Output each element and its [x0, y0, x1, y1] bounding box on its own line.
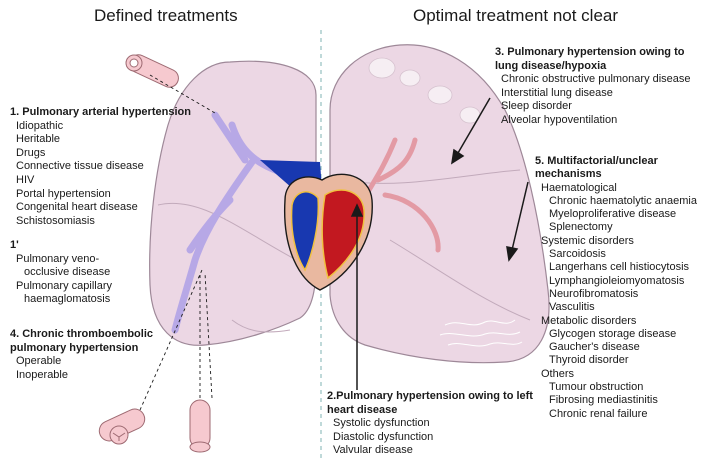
left-lung-lobe-line-2	[231, 319, 291, 333]
group-1-item: Congenital heart disease	[16, 201, 138, 214]
group-1-item: HIV	[16, 173, 35, 186]
fibrosis-texture	[439, 319, 523, 347]
group-3-heading: 3. Pulmonary hypertension owing to	[495, 46, 685, 58]
group-1-prime: 1' Pulmonary veno- occlusive disease Pul…	[10, 239, 112, 307]
group-4: 4. Chronic thromboembolic pulmonary hype…	[10, 328, 153, 382]
group-3-item: Interstitial lung disease	[501, 86, 613, 99]
group-5-item: Chronic renal failure	[549, 407, 648, 420]
group-5-item: Langerhans cell histiocytosis	[549, 261, 690, 274]
heart-right-ventricle	[290, 191, 320, 272]
vessel-crosssection-bottom-mid	[189, 399, 211, 453]
group-2: 2.Pulmonary hypertension owing to left h…	[327, 390, 533, 458]
group-5-item: Myeloproliferative disease	[549, 208, 677, 221]
arrows	[350, 97, 529, 390]
emphysema-bubbles	[368, 57, 481, 124]
group-3-item: Chronic obstructive pulmonary disease	[501, 73, 691, 86]
group-1-item: Portal hypertension	[16, 187, 111, 200]
group-1-item: Drugs	[16, 146, 46, 159]
group-5-item: Gaucher's disease	[549, 341, 640, 354]
group-3-item: Alveolar hypoventilation	[501, 113, 618, 126]
group-2-item: Diastolic dysfunction	[333, 430, 434, 443]
group-5-category: Metabolic disorders	[541, 314, 637, 327]
group-1-prime-item: haemaglomatosis	[24, 293, 111, 306]
title-optimal-treatment-not-clear: Optimal treatment not clear	[413, 6, 619, 25]
group-5-item: Neurofibromatosis	[549, 287, 639, 300]
group-1-item: Idiopathic	[16, 119, 64, 132]
group-5-item: Lymphangioleiomyomatosis	[549, 274, 685, 287]
group-5-item: Splenectomy	[549, 221, 613, 234]
group-4-item: Operable	[16, 355, 62, 368]
vessel-crosssection-bottom-left	[98, 408, 146, 445]
group-3-item: Sleep disorder	[501, 100, 572, 113]
group-1-prime-item: occlusive disease	[24, 266, 111, 279]
group-5-item: Fibrosing mediastinitis	[549, 394, 658, 407]
group-5: 5. Multifactorial/unclear mechanisms Hae…	[535, 155, 697, 421]
group-1-prime-heading: 1'	[10, 239, 19, 251]
left-lung-lobe-line	[157, 202, 301, 263]
group-2-item: Valvular disease	[333, 444, 413, 457]
group-5-item: Vasculitis	[549, 301, 595, 314]
right-lung-lobe-line-2	[389, 239, 531, 321]
group-1-prime-item: Pulmonary capillary	[16, 279, 112, 292]
group-5-item: Chronic haematolytic anaemia	[549, 194, 697, 207]
group-5-item: Sarcoidosis	[549, 248, 606, 261]
group-5-heading: mechanisms	[535, 168, 602, 181]
dashed-leader-lines	[139, 74, 216, 411]
title-defined-treatments: Defined treatments	[94, 6, 238, 25]
group-1-item: Heritable	[16, 133, 61, 146]
group-3-heading: lung disease/hypoxia	[495, 59, 607, 72]
group-1-item: Connective tissue disease	[16, 160, 144, 173]
group-5-category: Others	[541, 367, 575, 380]
group-5-item: Glycogen storage disease	[549, 327, 677, 340]
group-2-item: Systolic dysfunction	[333, 417, 430, 430]
group-4-heading: 4. Chronic thromboembolic	[10, 328, 154, 340]
group-2-heading: 2.Pulmonary hypertension owing to left	[327, 390, 533, 402]
group-1: 1. Pulmonary arterial hypertension Idiop…	[10, 106, 191, 228]
group-5-category: Systemic disorders	[541, 234, 634, 247]
group-5-heading: 5. Multifactorial/unclear	[535, 155, 658, 167]
group-1-prime-item: Pulmonary veno-	[16, 252, 100, 265]
vessel-crosssection-top	[125, 54, 179, 88]
left-pulmonary-artery	[171, 111, 294, 334]
group-1-heading: 1. Pulmonary arterial hypertension	[10, 106, 191, 118]
group-3: 3. Pulmonary hypertension owing to lung …	[495, 46, 691, 128]
group-1-item: Schistosomiasis	[16, 214, 95, 227]
group-4-heading: pulmonary hypertension	[10, 341, 139, 354]
group-5-category: Haematological	[541, 181, 617, 194]
group-5-item: Tumour obstruction	[549, 381, 644, 394]
group-2-heading: heart disease	[327, 403, 398, 416]
group-5-item: Thyroid disorder	[549, 354, 629, 367]
group-4-item: Inoperable	[16, 368, 68, 381]
